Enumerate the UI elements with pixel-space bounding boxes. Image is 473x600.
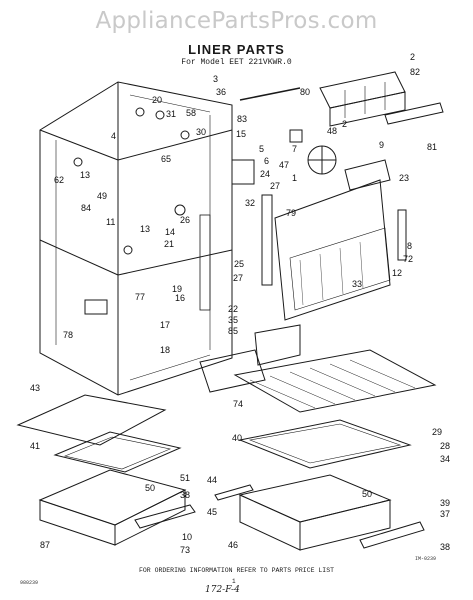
- page-number: 1: [232, 578, 236, 585]
- callout-72: 72: [403, 254, 413, 264]
- callout-27: 27: [270, 181, 280, 191]
- callout-85: 85: [228, 326, 238, 336]
- fan-assembly: [289, 129, 391, 191]
- drawer-45: [238, 474, 392, 551]
- callout-23: 23: [399, 173, 409, 183]
- callout-9: 9: [379, 140, 384, 150]
- callout-39: 39: [440, 498, 450, 508]
- callout-62: 62: [54, 175, 64, 185]
- callout-29: 29: [432, 427, 442, 437]
- callout-58: 58: [186, 108, 196, 118]
- callout-10: 10: [182, 532, 192, 542]
- callout-15: 15: [236, 129, 246, 139]
- callout-3: 3: [213, 74, 218, 84]
- shelf-40: [238, 419, 412, 469]
- callout-2: 2: [410, 52, 415, 62]
- trim-81: [384, 102, 444, 125]
- watermark-text: AppliancePartsPros.com: [95, 8, 378, 34]
- callout-24: 24: [260, 169, 270, 179]
- callout-45: 45: [207, 507, 217, 517]
- callout-1: 1: [292, 173, 297, 183]
- callout-84: 84: [81, 203, 91, 213]
- callout-35: 35: [228, 315, 238, 325]
- callout-43: 43: [30, 383, 40, 393]
- callout-40: 40: [232, 433, 242, 443]
- callout-82: 82: [410, 67, 420, 77]
- trim-38-left: [134, 504, 196, 529]
- callout-33: 33: [352, 279, 362, 289]
- cabinet-liner: [39, 81, 233, 396]
- callout-36: 36: [216, 87, 226, 97]
- callout-8: 8: [407, 241, 412, 251]
- callout-28: 28: [440, 441, 450, 451]
- callout-13b: 13: [140, 224, 150, 234]
- top-drawer-80: [239, 71, 406, 127]
- vent-grille: [231, 159, 255, 185]
- glass-shelf-43: [16, 394, 167, 446]
- callout-25: 25: [234, 259, 244, 269]
- image-code-right: IM-0239: [415, 556, 437, 562]
- callout-20: 20: [152, 95, 162, 105]
- callout-87: 87: [40, 540, 50, 550]
- callout-4: 4: [111, 131, 116, 141]
- shelf-41: [53, 431, 182, 473]
- callout-30: 30: [196, 127, 206, 137]
- callout-50b: 50: [362, 489, 372, 499]
- callout-49: 49: [97, 191, 107, 201]
- callout-38: 38: [180, 490, 190, 500]
- callout-83: 83: [237, 114, 247, 124]
- model-subtitle: For Model EET 221VKWR.0: [181, 58, 292, 67]
- callout-80: 80: [300, 87, 310, 97]
- rail-24: [261, 194, 273, 286]
- callout-12: 12: [392, 268, 402, 278]
- ordering-note: FOR ORDERING INFORMATION REFER TO PARTS …: [138, 567, 335, 574]
- wire-shelf-74: [233, 349, 437, 413]
- callout-7: 7: [292, 144, 297, 154]
- ice-tray: [199, 324, 301, 393]
- callout-21: 21: [164, 239, 174, 249]
- callout-38b: 38: [440, 542, 450, 552]
- diagram-title: LINER PARTS: [188, 42, 285, 57]
- callout-46: 46: [228, 540, 238, 550]
- callout-16: 16: [175, 293, 185, 303]
- callout-37: 37: [440, 509, 450, 519]
- callout-11: 11: [106, 217, 115, 227]
- callout-51: 51: [180, 473, 190, 483]
- callout-65: 65: [161, 154, 171, 164]
- image-code-left: 980239: [20, 580, 39, 586]
- callout-32: 32: [245, 198, 255, 208]
- callout-5: 5: [259, 144, 264, 154]
- callout-6: 6: [264, 156, 269, 166]
- handwritten-note: 172-F-4: [205, 585, 240, 595]
- callout-26: 26: [180, 215, 190, 225]
- callout-44: 44: [207, 475, 217, 485]
- trim-44: [214, 484, 254, 501]
- callout-labels: 2 82 80 3 36 20 58 83 15 31 30 4 65 5 6 …: [30, 52, 450, 555]
- callout-34: 34: [440, 454, 450, 464]
- callout-73: 73: [180, 545, 190, 555]
- trim-38-right: [359, 521, 425, 549]
- callout-47: 47: [279, 160, 289, 170]
- crisper-87: [38, 469, 187, 546]
- callout-13: 13: [80, 170, 90, 180]
- callout-41: 41: [30, 441, 40, 451]
- evaporator-cover: [274, 179, 407, 321]
- callout-79: 79: [286, 208, 296, 218]
- callout-31: 31: [166, 109, 176, 119]
- callout-2b: 2: [342, 119, 347, 129]
- callout-81: 81: [427, 142, 437, 152]
- callout-18: 18: [160, 345, 170, 355]
- callout-14: 14: [165, 227, 175, 237]
- callout-50: 50: [145, 483, 155, 493]
- callout-77: 77: [135, 292, 145, 302]
- callout-19: 19: [172, 284, 182, 294]
- callout-48: 48: [327, 126, 337, 136]
- callout-17: 17: [160, 320, 170, 330]
- callout-74: 74: [233, 399, 243, 409]
- callout-78: 78: [63, 330, 73, 340]
- callout-27b: 27: [233, 273, 243, 283]
- callout-22: 22: [228, 304, 238, 314]
